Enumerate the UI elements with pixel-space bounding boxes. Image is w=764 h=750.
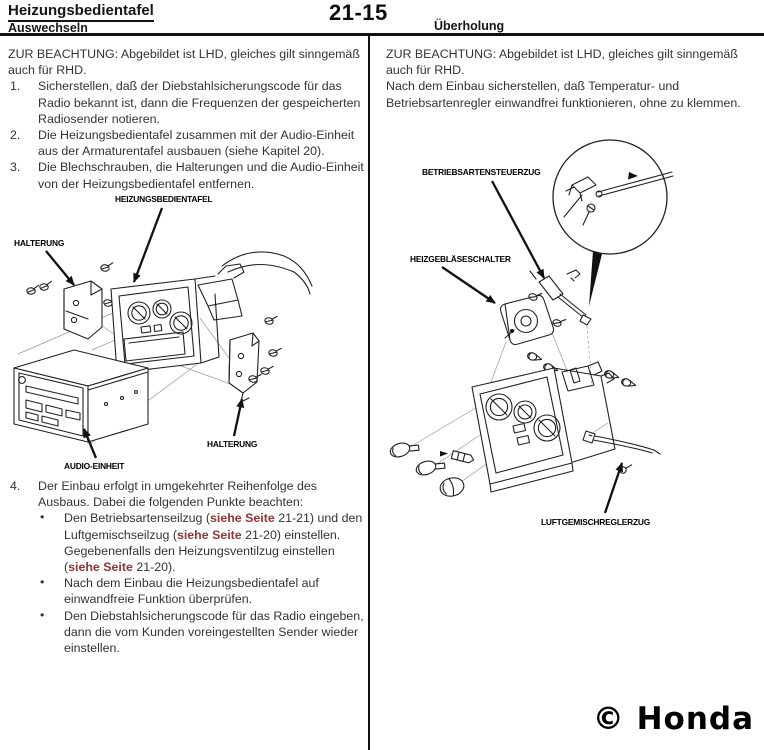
step-item-4: 4. Der Einbau erfolgt in umgekehrter Rei… xyxy=(8,478,365,656)
right-column: ZUR BEACHTUNG: Abgebildet ist LHD, gleic… xyxy=(386,46,754,527)
blower-switch-drawing xyxy=(499,294,555,346)
screw-icon xyxy=(99,260,114,273)
bullet-marker: • xyxy=(40,575,45,590)
screw-icon xyxy=(259,363,274,377)
exploded-diagram-heater-panel: HEIZUNGSBEDIENTAFEL HALTERUNG HALTERUNG … xyxy=(13,194,313,471)
label-halterung-left: HALTERUNG xyxy=(14,238,64,248)
bullet-item: • Den Diebstahlsicherungscode für das Ra… xyxy=(8,608,365,657)
magnifier-detail-circle xyxy=(552,139,674,255)
page-reference: siehe Seite xyxy=(68,560,133,575)
label-audio-einheit: AUDIO-EINHEIT xyxy=(64,461,125,471)
step-number: 2. xyxy=(10,128,21,143)
screw-icon xyxy=(603,368,621,382)
page-reference: siehe Seite xyxy=(176,527,242,542)
bullet-text: Den Diebstahlsicherungscode für das Radi… xyxy=(64,608,364,656)
step-text: Die Heizungsbedientafel zusammen mit der… xyxy=(38,128,355,159)
heater-panel-drawing xyxy=(110,251,313,374)
bullet-marker: • xyxy=(40,510,45,525)
step-number: 3. xyxy=(10,160,21,175)
bracket-left-drawing xyxy=(63,280,103,340)
step-item-3: 3. Die Blechschrauben, die Halterungen u… xyxy=(8,159,365,191)
mode-cable-drawing xyxy=(529,269,593,388)
callout-arrow xyxy=(490,180,546,279)
callout-arrow xyxy=(232,398,245,437)
page-subtitle: Auswechseln xyxy=(8,21,88,35)
step-text: Der Einbau erfolgt in umgekehrter Reihen… xyxy=(38,479,317,510)
label-betriebsartensteuerzug: BETRIEBSARTENSTEUERZUG xyxy=(422,167,540,177)
step-item-1: 1. Sicherstellen, daß der Diebstahlsiche… xyxy=(8,78,365,127)
callout-arrow xyxy=(45,250,75,286)
copyright-honda: © Honda xyxy=(592,701,754,737)
magnifier-pointer-wedge xyxy=(589,251,602,306)
screw-icon xyxy=(620,376,638,390)
left-column: ZUR BEACHTUNG: Abgebildet ist LHD, gleic… xyxy=(8,46,365,655)
note-text: ZUR BEACHTUNG: Abgebildet ist LHD, gleic… xyxy=(8,47,360,78)
bracket-right-drawing xyxy=(228,332,260,403)
label-luftgemischreglerzug: LUFTGEMISCHREGLERZUG xyxy=(541,517,650,527)
step-item-2: 2. Die Heizungsbedientafel zusammen mit … xyxy=(8,127,365,159)
lamp-socket-drawing xyxy=(450,450,475,464)
audio-unit-drawing xyxy=(13,349,149,443)
screw-icon xyxy=(26,283,39,296)
bullet-marker: • xyxy=(40,607,45,622)
note-text: ZUR BEACHTUNG: Abgebildet ist LHD, gleic… xyxy=(386,47,738,78)
section-heading-right: Überholung xyxy=(434,19,505,33)
air-mix-cable-drawing xyxy=(582,430,661,455)
bullet-text: Den Betriebsartenseilzug (siehe Seite 21… xyxy=(64,511,363,575)
note-text-2: Nach dem Einbau sicherstellen, daß Tempe… xyxy=(386,79,741,110)
page-number: 21-15 xyxy=(329,0,388,25)
screw-icon xyxy=(267,345,282,359)
label-heizgeblaeseschalter: HEIZGEBLÄSESCHALTER xyxy=(410,254,511,264)
step-number: 1. xyxy=(10,79,21,94)
control-knobs-drawing xyxy=(389,442,633,497)
heater-panel-drawing xyxy=(471,361,616,493)
step-text: Die Blechschrauben, die Halterungen und … xyxy=(38,160,364,191)
column-divider xyxy=(368,36,370,750)
exploded-diagram-cables: BETRIEBSARTENSTEUERZUG HEIZGEBLÄSESCHALT… xyxy=(389,139,674,527)
step-number: 4. xyxy=(10,479,21,493)
page-title: Heizungsbedientafel xyxy=(8,2,154,22)
bullet-item: • Den Betriebsartenseilzug (siehe Seite … xyxy=(8,510,365,575)
callout-arrow xyxy=(441,266,496,304)
screw-icon xyxy=(263,313,278,327)
callout-arrow xyxy=(82,428,98,459)
screw-icon xyxy=(551,315,567,329)
page-reference: siehe Seite xyxy=(210,511,275,526)
callout-arrow xyxy=(132,207,164,283)
step-text: Sicherstellen, daß der Diebstahlsicherun… xyxy=(38,79,361,126)
label-halterung-right: HALTERUNG xyxy=(207,439,257,449)
callout-arrow xyxy=(603,462,624,514)
header-rule xyxy=(0,33,764,36)
bullet-item: • Nach dem Einbau die Heizungsbedientafe… xyxy=(8,575,365,607)
label-heizungsbedientafel: HEIZUNGSBEDIENTAFEL xyxy=(115,194,213,204)
bullet-text: Nach dem Einbau die Heizungsbedientafel … xyxy=(64,576,319,607)
screw-icon xyxy=(526,350,544,364)
screw-icon xyxy=(39,279,52,292)
